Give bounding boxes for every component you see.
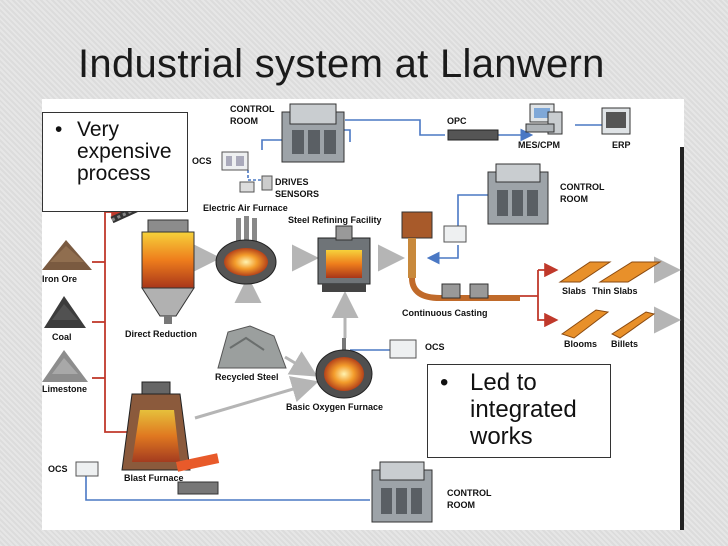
control-room-label-line2: ROOM bbox=[447, 500, 475, 510]
ocs-label: OCS bbox=[48, 464, 68, 474]
control-room-label-line2: ROOM bbox=[230, 116, 258, 126]
basic-oxygen-furnace-label: Basic Oxygen Furnace bbox=[286, 402, 383, 412]
ocs-panel-icon bbox=[389, 339, 417, 359]
iron-ore-label: Iron Ore bbox=[42, 274, 77, 284]
electric-air-furnace bbox=[215, 216, 277, 285]
control-room-label-line1: CONTROL bbox=[560, 182, 605, 192]
panel-right-edge bbox=[680, 147, 684, 530]
basic-oxygen-furnace bbox=[315, 338, 373, 399]
opc-server-icon bbox=[447, 129, 499, 141]
process-flow-arrows bbox=[194, 244, 681, 420]
bullet-icon: • bbox=[55, 118, 63, 141]
recycled-steel-pile bbox=[217, 325, 287, 369]
diagram-labels: CONTROL ROOM OPC MES/CPM ERP OCS DRIVES … bbox=[42, 104, 638, 510]
control-room-icon bbox=[281, 103, 345, 163]
electric-air-furnace-label: Electric Air Furnace bbox=[203, 203, 288, 213]
bullet-box-integration: • Led to integrated works bbox=[427, 364, 611, 458]
thin-slabs-label: Thin Slabs bbox=[592, 286, 638, 296]
slab-products bbox=[558, 261, 662, 283]
continuous-casting-machine bbox=[401, 211, 520, 301]
bullet-icon: • bbox=[440, 369, 449, 396]
slabs-label: Slabs bbox=[562, 286, 586, 296]
steel-refining-facility-label: Steel Refining Facility bbox=[288, 215, 382, 225]
slide-title: Industrial system at Llanwern bbox=[78, 42, 605, 86]
limestone-pile bbox=[42, 350, 88, 382]
ocs-panel-icon bbox=[443, 225, 467, 243]
iron-ore-pile bbox=[42, 240, 92, 270]
workstation-icon bbox=[525, 103, 563, 135]
drives-label: DRIVES bbox=[275, 177, 309, 187]
control-room-label-line2: ROOM bbox=[560, 194, 588, 204]
bullet-text: Led to integrated works bbox=[470, 369, 577, 450]
limestone-label: Limestone bbox=[42, 384, 87, 394]
opc-label: OPC bbox=[447, 116, 467, 126]
erp-terminal-icon bbox=[601, 107, 631, 135]
direct-reduction-label: Direct Reduction bbox=[125, 329, 197, 339]
control-room-label-line1: CONTROL bbox=[230, 104, 275, 114]
coal-pile bbox=[44, 296, 86, 328]
coal-label: Coal bbox=[52, 332, 72, 342]
ocs-panel-icon bbox=[221, 151, 249, 171]
billets-label: Billets bbox=[611, 339, 638, 349]
blast-furnace bbox=[121, 381, 220, 495]
recycled-steel-label: Recycled Steel bbox=[215, 372, 279, 382]
blast-furnace-label: Blast Furnace bbox=[124, 473, 184, 483]
ocs-label: OCS bbox=[192, 156, 212, 166]
control-room-icon bbox=[371, 461, 433, 523]
bullet-box-cost: • Very expensive process bbox=[42, 112, 188, 212]
bullet-text: Very expensive process bbox=[77, 118, 172, 185]
erp-label: ERP bbox=[612, 140, 631, 150]
control-room-label-line1: CONTROL bbox=[447, 488, 492, 498]
ocs-panel-icon bbox=[75, 461, 99, 477]
blooms-label: Blooms bbox=[564, 339, 597, 349]
direct-reduction-furnace bbox=[141, 219, 195, 324]
sensors-label: SENSORS bbox=[275, 189, 319, 199]
bloom-billet-products bbox=[560, 309, 656, 339]
continuous-casting-label: Continuous Casting bbox=[402, 308, 488, 318]
mes-cpm-label: MES/CPM bbox=[518, 140, 560, 150]
steel-refining-ladle bbox=[317, 225, 371, 292]
ocs-label: OCS bbox=[425, 342, 445, 352]
control-room-icon bbox=[487, 163, 549, 225]
drives-sensors-icon bbox=[239, 175, 273, 193]
